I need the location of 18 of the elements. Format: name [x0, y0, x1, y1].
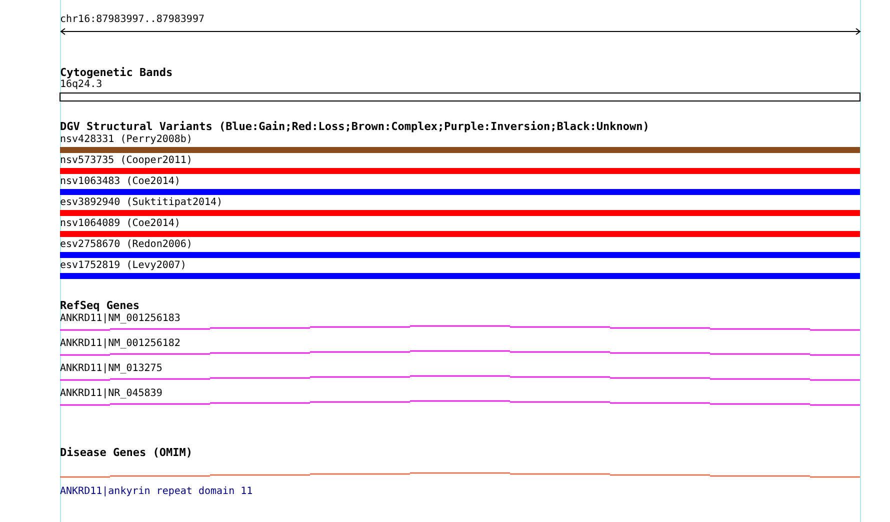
- track-title: DGV Structural Variants (Blue:Gain;Red:Loss;Brown:Complex;Purple:Inversion;Black:Unknown): [60, 121, 650, 133]
- transcript-label: ANKRD11|NM_013275: [60, 363, 162, 375]
- track-title: Cytogenetic Bands: [60, 67, 173, 79]
- track-title: Disease Genes (OMIM): [60, 447, 192, 459]
- transcript-label: ANKRD11|NM_001256183: [60, 313, 180, 325]
- variant-label: esv2758670 (Redon2006): [60, 239, 192, 251]
- position-label: chr16:87983997..87983997: [60, 14, 204, 26]
- gene-description-link: ANKRD11|ankyrin repeat domain 11: [60, 486, 253, 498]
- variant-label: esv3892940 (Suktitipat2014): [60, 197, 223, 209]
- transcript-label: ANKRD11|NR_045839: [60, 388, 162, 400]
- variant-label: esv1752819 (Levy2007): [60, 260, 186, 272]
- variant-label: nsv428331 (Perry2008b): [60, 134, 192, 146]
- track-title: RefSeq Genes: [60, 300, 140, 312]
- variant-label: nsv1064089 (Coe2014): [60, 218, 180, 230]
- transcript-label: ANKRD11|NM_001256182: [60, 338, 180, 350]
- variant-label: nsv573735 (Cooper2011): [60, 155, 192, 167]
- variant-label: nsv1063483 (Coe2014): [60, 176, 180, 188]
- band-label: 16q24.3: [60, 79, 102, 91]
